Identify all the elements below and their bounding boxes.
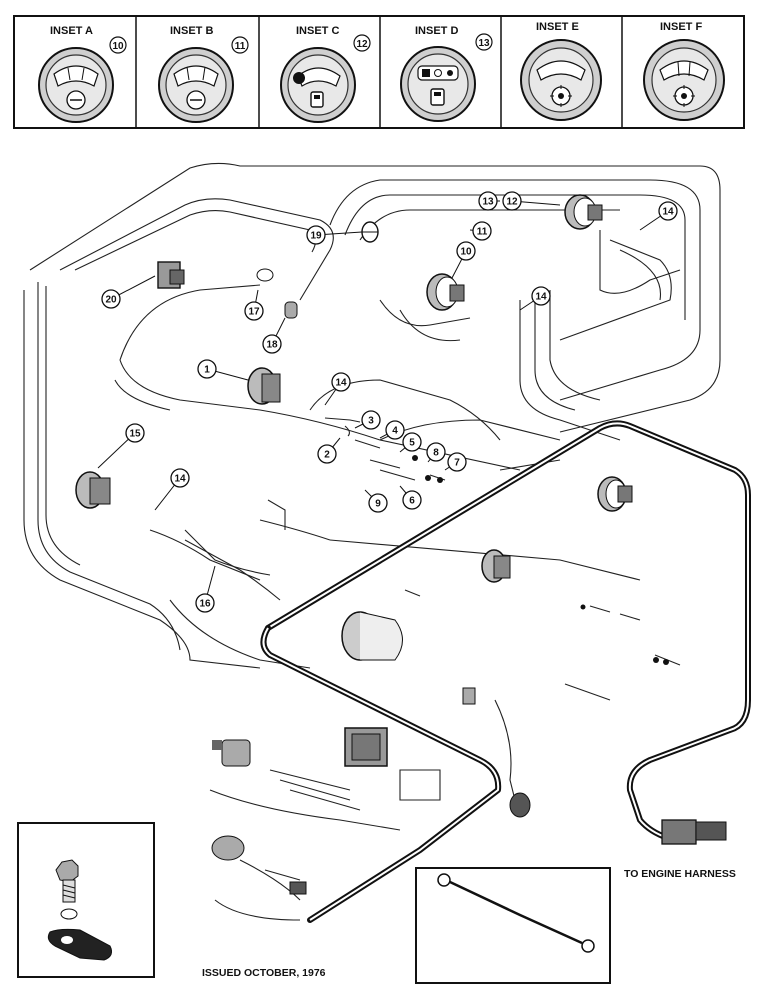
callout-c18: 18 [262, 317, 286, 354]
gauge-d-fuel-icon [400, 46, 476, 122]
inset-b: INSET B 11 [158, 25, 249, 123]
component-gauge-mid [481, 549, 511, 583]
callout-c20: 20 [101, 275, 156, 309]
inset-d: INSET D 13 [400, 25, 493, 122]
gauge-f-icon [643, 39, 725, 121]
main-harness-thick [260, 420, 751, 923]
callout-number: 13 [482, 197, 494, 208]
callout-number: 2 [324, 450, 330, 461]
inset-e-label: INSET E [536, 21, 579, 33]
component-gauge-15 [75, 471, 111, 509]
inset-c: INSET C 12 [280, 25, 371, 123]
callout-number: 16 [199, 599, 211, 610]
callout-number: 1 [204, 365, 210, 376]
callout-number: 4 [392, 426, 398, 437]
callout-c17: 17 [244, 289, 264, 321]
inset-a-label: INSET A [50, 25, 93, 37]
component-key-switch [212, 739, 251, 767]
callout-c11: 11 [469, 221, 492, 241]
callout-number: 10 [460, 247, 472, 258]
callout-c14b: 14 [519, 286, 551, 311]
component-lamp-19 [361, 221, 379, 243]
inset-f: INSET F [643, 21, 725, 121]
callout-c7: 7 [444, 452, 467, 472]
callout-c4: 4 [379, 420, 405, 440]
callout-number: 6 [409, 496, 415, 507]
component-switch-20 [157, 261, 185, 289]
callout-c6: 6 [399, 485, 422, 510]
callout-c14d: 14 [154, 468, 190, 511]
callout-c12: 12 [502, 191, 561, 211]
gauge-e-icon [520, 39, 602, 121]
component-engine-connector [661, 819, 727, 845]
engine-harness-note: TO ENGINE HARNESS [624, 868, 736, 880]
callout-number: 14 [174, 474, 186, 485]
component-socket-18 [284, 301, 298, 319]
callout-c2: 2 [317, 437, 341, 464]
component-gauge-12-13 [564, 194, 603, 230]
ground-strap-inset [415, 867, 611, 984]
callout-c10: 10 [451, 241, 476, 279]
inset-e: INSET E [520, 21, 602, 121]
inset-a: INSET A 10 [38, 25, 127, 123]
gauge-b-icon [158, 47, 234, 123]
inset-bar: INSET A 10 INSET B 11 [13, 15, 745, 129]
component-relay [344, 727, 388, 767]
callout-number: 7 [454, 458, 460, 469]
callout-c5: 5 [399, 432, 422, 453]
inset-c-label: INSET C [296, 25, 339, 37]
callout-number: 3 [368, 416, 374, 427]
callout-number: 19 [310, 231, 322, 242]
inset-d-ref: 13 [478, 38, 490, 49]
callout-c3: 3 [354, 410, 381, 430]
callout-number: 14 [662, 207, 674, 218]
issued-date-note: ISSUED OCTOBER, 1976 [202, 967, 326, 979]
callout-number: 9 [375, 499, 381, 510]
component-gauge-right [597, 476, 633, 512]
callout-c14c: 14 [324, 372, 351, 406]
bolt-inset [17, 822, 155, 978]
component-sender [462, 687, 531, 818]
callout-c16: 16 [195, 565, 216, 613]
inset-f-label: INSET F [660, 21, 702, 33]
component-gauge-1 [247, 367, 281, 405]
component-solenoid [211, 835, 245, 861]
callout-c9: 9 [364, 489, 388, 513]
callout-number: 14 [335, 378, 347, 389]
callout-number: 18 [266, 340, 278, 351]
callout-c14a: 14 [639, 201, 678, 231]
callout-number: 5 [409, 438, 415, 449]
gauge-c-fuel-icon [280, 47, 356, 123]
callout-c1: 1 [197, 359, 249, 381]
component-ring-17 [256, 268, 274, 282]
inset-d-label: INSET D [415, 25, 458, 37]
gauge-a-icon [38, 47, 114, 123]
callout-number: 8 [433, 448, 439, 459]
callout-c19: 19 [306, 225, 363, 245]
inset-c-ref: 12 [356, 39, 368, 50]
inset-a-ref: 10 [112, 41, 124, 52]
callout-number: 12 [506, 197, 518, 208]
callout-c15: 15 [97, 423, 145, 469]
component-gauge-10-11 [426, 273, 465, 311]
thin-harness-outlines [23, 162, 721, 669]
callout-number: 17 [248, 307, 260, 318]
callout-number: 11 [477, 227, 488, 238]
small-terminals [184, 417, 681, 921]
component-large-gauge [341, 611, 403, 661]
callout-c13: 13 [478, 191, 500, 211]
inset-b-ref: 11 [235, 41, 246, 52]
inset-b-label: INSET B [170, 25, 213, 37]
callout-number: 14 [535, 292, 547, 303]
callout-number: 15 [129, 429, 141, 440]
callout-number: 20 [105, 295, 117, 306]
callout-c8: 8 [426, 442, 446, 463]
